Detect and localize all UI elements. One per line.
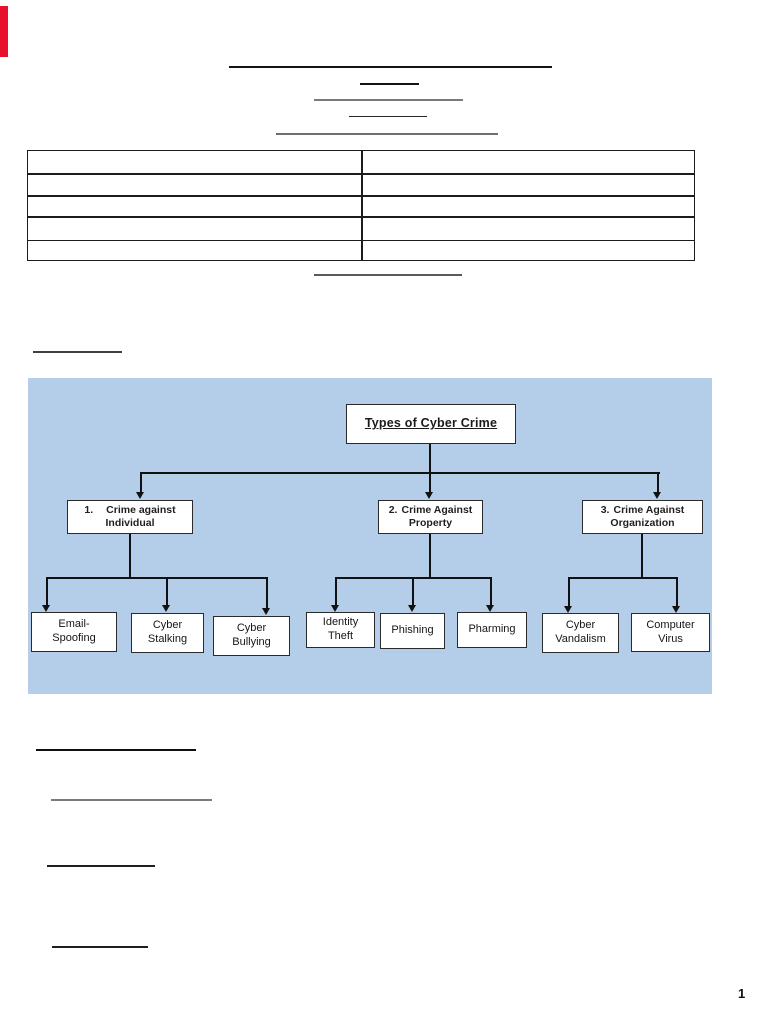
red-edge-marker [0, 6, 8, 57]
arrow-down-icon [42, 605, 50, 612]
heading-underline [349, 116, 427, 117]
category-box-organization: 3.Crime Against Organization [582, 500, 703, 534]
arrow-down-icon [162, 605, 170, 612]
arrow-down-icon [672, 606, 680, 613]
arrow-down-icon [653, 492, 661, 499]
connector-line [429, 444, 431, 472]
leaf-label: Computer [646, 618, 695, 631]
leaf-label: Vandalism [555, 633, 606, 645]
heading-underline [229, 66, 552, 68]
connector-line [429, 472, 431, 492]
leaf-label: Pharming [468, 623, 516, 636]
category-number: 3. [600, 503, 610, 516]
connector-line [140, 472, 142, 492]
connector-line [568, 577, 570, 606]
connector-line [657, 472, 659, 492]
heading-underline [47, 865, 155, 867]
leaf-box-pharming: Pharming [457, 612, 527, 648]
data-table [27, 150, 695, 261]
leaf-label: Phishing [391, 624, 434, 637]
category-number: 2. [388, 503, 398, 516]
connector-line [46, 577, 268, 579]
page-number: 1 [738, 986, 746, 1001]
leaf-box-cyber-vandalism: Cyber Vandalism [542, 613, 619, 653]
arrow-down-icon [136, 492, 144, 499]
connector-line [490, 577, 492, 605]
leaf-label: Cyber [236, 622, 267, 635]
leaf-label: Cyber [152, 619, 183, 632]
category-label: Organization [610, 517, 675, 529]
category-label: Crime against [106, 503, 176, 516]
leaf-box-computer-virus: Computer Virus [631, 613, 710, 652]
connector-line [129, 534, 131, 579]
leaf-label: Cyber [565, 619, 596, 632]
leaf-box-phishing: Phishing [380, 613, 445, 649]
heading-underline [33, 351, 122, 353]
category-label: Individual [105, 517, 155, 529]
leaf-label: Email- [58, 618, 90, 631]
table-column-divider [361, 151, 363, 260]
arrow-down-icon [331, 605, 339, 612]
heading-underline [276, 133, 498, 135]
leaf-label: Virus [658, 632, 683, 645]
connector-line [335, 577, 337, 605]
category-label: Crime Against [401, 503, 473, 516]
arrow-down-icon [564, 606, 572, 613]
category-label: Crime Against [613, 503, 685, 516]
connector-line [166, 577, 168, 605]
leaf-box-identity-theft: Identity Theft [306, 612, 375, 648]
connector-line [266, 577, 268, 608]
category-box-individual: 1. Crime against Individual [67, 500, 193, 534]
category-number: 1. [84, 503, 94, 516]
leaf-label: Identity [322, 616, 359, 629]
category-label: Property [408, 517, 453, 529]
connector-line [412, 577, 414, 605]
diagram-title-box: Types of Cyber Crime [346, 404, 516, 444]
connector-line [429, 534, 431, 579]
heading-underline [52, 946, 148, 948]
leaf-label: Bullying [232, 636, 271, 648]
leaf-box-cyber-stalking: Cyber Stalking [131, 613, 204, 653]
heading-underline [36, 749, 196, 751]
heading-underline [360, 83, 419, 85]
heading-underline [314, 274, 462, 276]
leaf-label: Theft [327, 630, 354, 642]
arrow-down-icon [486, 605, 494, 612]
arrow-down-icon [262, 608, 270, 615]
diagram-title: Types of Cyber Crime [364, 416, 498, 431]
leaf-label: Stalking [147, 633, 188, 645]
connector-line [46, 577, 48, 605]
connector-line [641, 534, 643, 579]
arrow-down-icon [408, 605, 416, 612]
leaf-box-email-spoofing: Email- Spoofing [31, 612, 117, 652]
category-box-property: 2.Crime Against Property [378, 500, 483, 534]
arrow-down-icon [425, 492, 433, 499]
cyber-crime-diagram: Types of Cyber Crime 1. Crime against Ind… [28, 378, 712, 694]
heading-underline [51, 799, 212, 801]
connector-line [568, 577, 678, 579]
connector-line [141, 472, 660, 474]
connector-line [676, 577, 678, 606]
leaf-box-cyber-bullying: Cyber Bullying [213, 616, 290, 656]
heading-underline [314, 99, 463, 101]
leaf-label: Spoofing [52, 632, 96, 644]
